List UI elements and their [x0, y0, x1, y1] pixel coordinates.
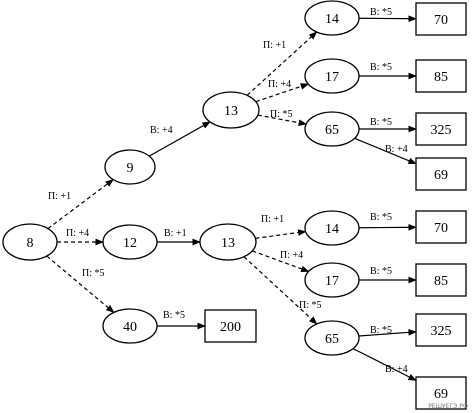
- node-value: 14: [325, 12, 339, 27]
- state-ellipse: [199, 223, 257, 261]
- node-value: 17: [325, 70, 339, 85]
- node-n70b: 70: [415, 210, 467, 244]
- edge-n65a-n69a: [354, 137, 417, 165]
- node-n65a: 65: [304, 111, 360, 147]
- edge-n65b-n325b: [358, 329, 417, 337]
- node-value: 14: [325, 222, 339, 237]
- node-value: 69: [434, 168, 448, 183]
- node-value: 70: [434, 13, 448, 28]
- edge-label: В: *5: [163, 310, 185, 321]
- node-n8: 8: [2, 223, 58, 261]
- edge-n65b-n69b: [352, 348, 417, 381]
- state-ellipse: [304, 262, 360, 298]
- edge-label: П: +4: [280, 250, 303, 261]
- edge-label: В: +4: [150, 125, 173, 136]
- node-value: 12: [123, 236, 137, 251]
- edge-label: В: *5: [370, 117, 392, 128]
- result-box: [415, 313, 467, 347]
- node-value: 8: [27, 236, 34, 251]
- node-value: 85: [434, 70, 448, 85]
- state-ellipse: [304, 210, 360, 246]
- edge-n13a-n65a: [257, 114, 307, 127]
- edge-label: П: *5: [299, 300, 322, 311]
- edge-n8-n9: [47, 179, 114, 230]
- node-n17b: 17: [304, 262, 360, 298]
- node-value: 325: [431, 123, 452, 138]
- node-n85a: 85: [415, 59, 467, 93]
- node-n17a: 17: [304, 58, 360, 94]
- state-ellipse: [102, 224, 158, 260]
- node-n200: 200: [204, 309, 257, 343]
- edge-label: П: *5: [270, 109, 293, 120]
- node-n40: 40: [102, 308, 158, 344]
- state-ellipse: [202, 91, 260, 129]
- node-value: 9: [127, 161, 134, 176]
- node-value: 65: [325, 332, 339, 347]
- edge-n9-n13a: [148, 121, 211, 157]
- node-n69b: 69: [415, 376, 467, 410]
- node-n14a: 14: [304, 0, 360, 36]
- node-value: 17: [325, 274, 339, 289]
- edge-label: В: +1: [164, 228, 187, 239]
- node-n13b: 13: [199, 223, 257, 261]
- edge-label: В: *5: [370, 212, 392, 223]
- edge-n14a-n70a: [358, 15, 417, 23]
- state-ellipse: [104, 149, 156, 185]
- state-ellipse: [304, 320, 360, 356]
- edge-n8-n40: [46, 255, 115, 313]
- result-box: [415, 376, 467, 410]
- node-value: 40: [123, 320, 137, 335]
- edge-n13b-n14b: [255, 229, 307, 239]
- node-value: 65: [325, 123, 339, 138]
- node-value: 69: [434, 387, 448, 402]
- result-box: [415, 2, 467, 36]
- edge-label: В: *5: [370, 62, 392, 73]
- edge-n14b-n70b: [358, 223, 417, 231]
- node-value: 85: [434, 274, 448, 289]
- state-ellipse: [304, 111, 360, 147]
- edge-n13a-n17a: [255, 83, 309, 103]
- node-value: 13: [224, 104, 238, 119]
- state-ellipse: [102, 308, 158, 344]
- edge-label: В: *5: [370, 325, 392, 336]
- edge-label: В: +4: [385, 364, 408, 375]
- node-n70a: 70: [415, 2, 467, 36]
- node-n9: 9: [104, 149, 156, 185]
- result-box: [415, 112, 467, 146]
- node-n14b: 14: [304, 210, 360, 246]
- result-box: [204, 309, 257, 343]
- node-value: 200: [220, 320, 241, 335]
- state-ellipse: [304, 0, 360, 36]
- node-n12: 12: [102, 224, 158, 260]
- result-box: [415, 263, 467, 297]
- edge-n13b-n17b: [252, 250, 310, 273]
- state-ellipse: [2, 223, 58, 261]
- node-n13a: 13: [202, 91, 260, 129]
- edge-label: В: *5: [370, 7, 392, 18]
- node-n65b: 65: [304, 320, 360, 356]
- edge-label: В: +4: [385, 144, 408, 155]
- node-n325a: 325: [415, 112, 467, 146]
- edge-n13a-n14a: [246, 31, 318, 96]
- edge-label: П: +1: [48, 191, 71, 202]
- node-n69a: 69: [415, 157, 467, 191]
- edge-label: П: +4: [66, 228, 89, 239]
- state-ellipse: [304, 58, 360, 94]
- edge-n13b-n65b: [243, 256, 318, 325]
- result-box: [415, 59, 467, 93]
- edge-label: П: +4: [268, 79, 291, 90]
- node-n85b: 85: [415, 263, 467, 297]
- result-box: [415, 210, 467, 244]
- node-n325b: 325: [415, 313, 467, 347]
- node-value: 325: [431, 324, 452, 339]
- edge-label: В: *5: [370, 266, 392, 277]
- result-box: [415, 157, 467, 191]
- edge-label: П: *5: [82, 268, 105, 279]
- watermark-text: РЕШУЕГЭ.РФ: [428, 403, 468, 410]
- edge-label: П: +1: [263, 40, 286, 51]
- node-value: 70: [434, 221, 448, 236]
- node-value: 13: [221, 236, 235, 251]
- edge-label: П: +1: [261, 214, 284, 225]
